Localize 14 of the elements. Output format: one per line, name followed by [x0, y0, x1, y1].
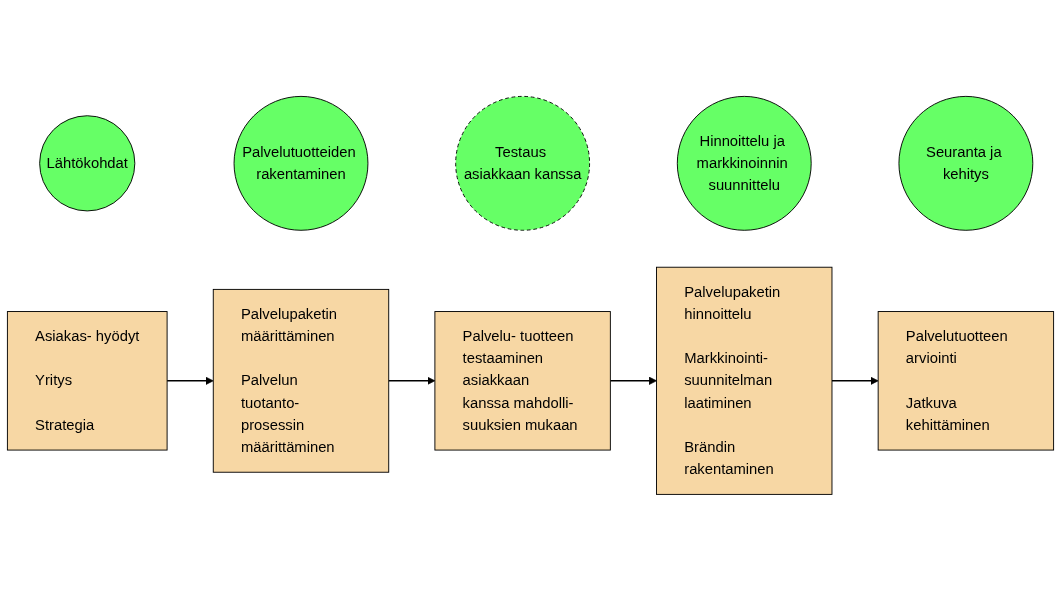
arrow — [166, 376, 214, 385]
node-circle: Testaus asiakkaan kanssa — [455, 95, 591, 231]
node-box: Asiakas- hyödyt Yritys Strategia — [6, 310, 168, 451]
arrow — [609, 376, 657, 385]
arrow — [388, 376, 436, 385]
node-circle: Lähtökohdat — [39, 114, 136, 211]
node-box: Palvelupaketin määrittäminen Palvelun tuotanto- prosessin määrittäminen — [212, 288, 390, 473]
node-box: Palvelutuotteen arviointi Jatkuva kehittäminen — [877, 310, 1055, 451]
node-circle: Seuranta ja kehitys — [898, 95, 1034, 231]
node-circle: Hinnoittelu ja markkinoinnin suunnittelu — [676, 95, 812, 231]
arrow — [831, 376, 879, 385]
node-box: Palvelu- tuotteen testaaminen asiakkaan kanssa mahdolli- suuksien mukaan — [434, 310, 611, 451]
node-box: Palvelupaketin hinnoittelu Markkinointi- suunnitelman laatiminen Brändin rakentaminen — [656, 266, 833, 495]
node-circle: Palvelutuotteiden rakentaminen — [233, 95, 369, 231]
